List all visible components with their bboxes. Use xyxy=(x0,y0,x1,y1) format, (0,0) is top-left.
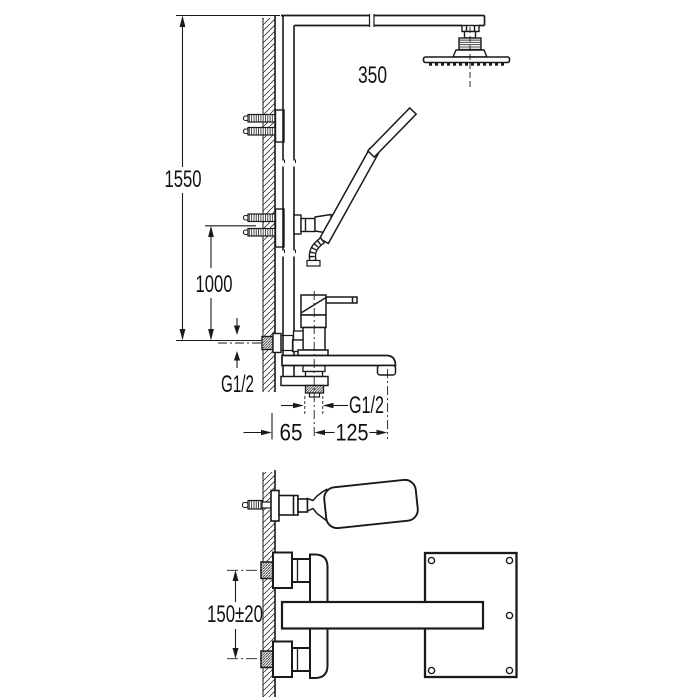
bath-mixer xyxy=(280,294,358,398)
dimension-label-outlet-thread: G1/2 xyxy=(349,392,384,419)
dimension-label-arm-projection: 350 xyxy=(358,62,387,89)
spout-side xyxy=(280,600,485,630)
wall-inlet-fitting xyxy=(261,332,294,354)
plate-hole xyxy=(427,556,436,565)
wall-section-front xyxy=(262,16,276,392)
dimension-65-125 xyxy=(243,413,388,440)
plate-hole xyxy=(505,666,514,675)
dimension-g12-outlet xyxy=(281,396,348,414)
wall-mount-bracket-lower xyxy=(242,208,285,248)
dimension-label-wall-to-axis: 65 xyxy=(280,420,303,447)
dimension-150 xyxy=(232,570,239,659)
dimension-label-inlet-spacing: 150±20 xyxy=(207,601,263,628)
dimension-label-wall-inlet-thread: G1/2 xyxy=(221,371,254,398)
front-view xyxy=(176,14,511,440)
spout-outlet xyxy=(376,364,397,376)
dimension-label-hand-shower-height: 1000 xyxy=(196,271,233,298)
handle-grip xyxy=(323,478,419,530)
mixer-handle-side xyxy=(241,478,419,530)
dimension-inlet-pointer xyxy=(233,318,241,368)
inlet-connection-bottom xyxy=(260,640,311,678)
wall-mount-bracket-upper xyxy=(242,109,285,143)
plate-hole xyxy=(505,611,514,620)
dimension-label-total-height: 1550 xyxy=(165,166,202,193)
overhead-shower-head xyxy=(422,24,511,87)
center-lines-front xyxy=(218,291,389,439)
side-view xyxy=(227,470,518,697)
shower-arm xyxy=(281,14,486,27)
bath-spout xyxy=(281,354,397,376)
hand-shower xyxy=(318,106,418,245)
plate-hole xyxy=(427,666,436,675)
dimension-labels: 1550 1000 350 G1/2 G1/2 65 125 150±20 xyxy=(165,62,388,628)
riser-pipe xyxy=(281,15,296,376)
dimension-label-axis-to-spout: 125 xyxy=(336,420,369,447)
dimension-1000 xyxy=(205,225,256,341)
hand-shower-hose xyxy=(306,236,326,267)
plate-hole xyxy=(505,556,514,565)
inlet-connection-top xyxy=(260,551,311,589)
shower-head-nozzles xyxy=(429,62,504,66)
dimension-1550 xyxy=(176,14,280,342)
